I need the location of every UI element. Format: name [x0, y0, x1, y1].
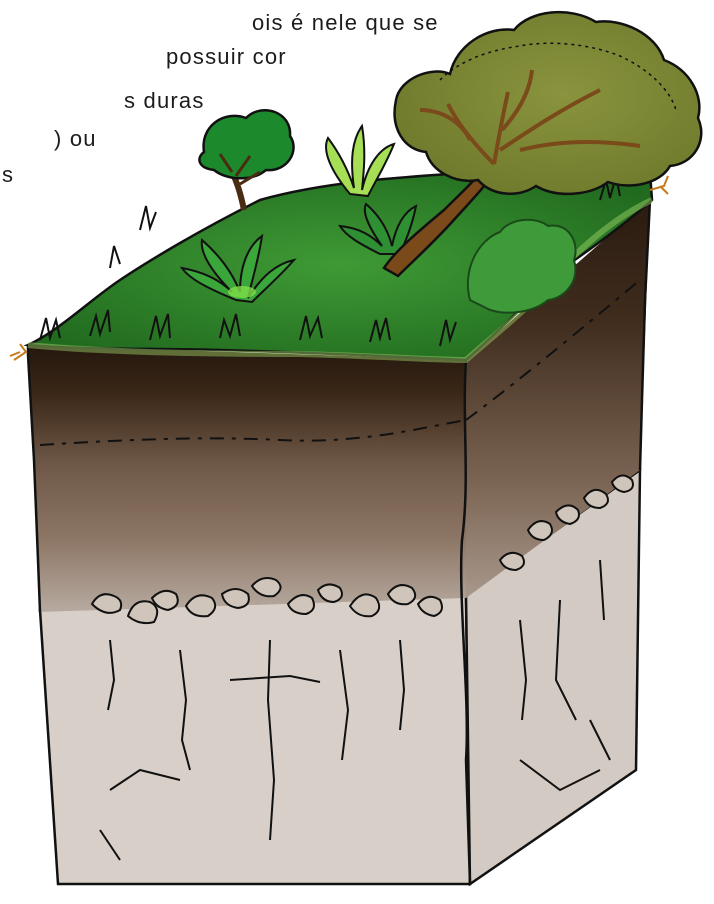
soil-front: [28, 345, 466, 612]
bedrock-front: [40, 595, 470, 884]
tree-canopy: [395, 12, 702, 194]
